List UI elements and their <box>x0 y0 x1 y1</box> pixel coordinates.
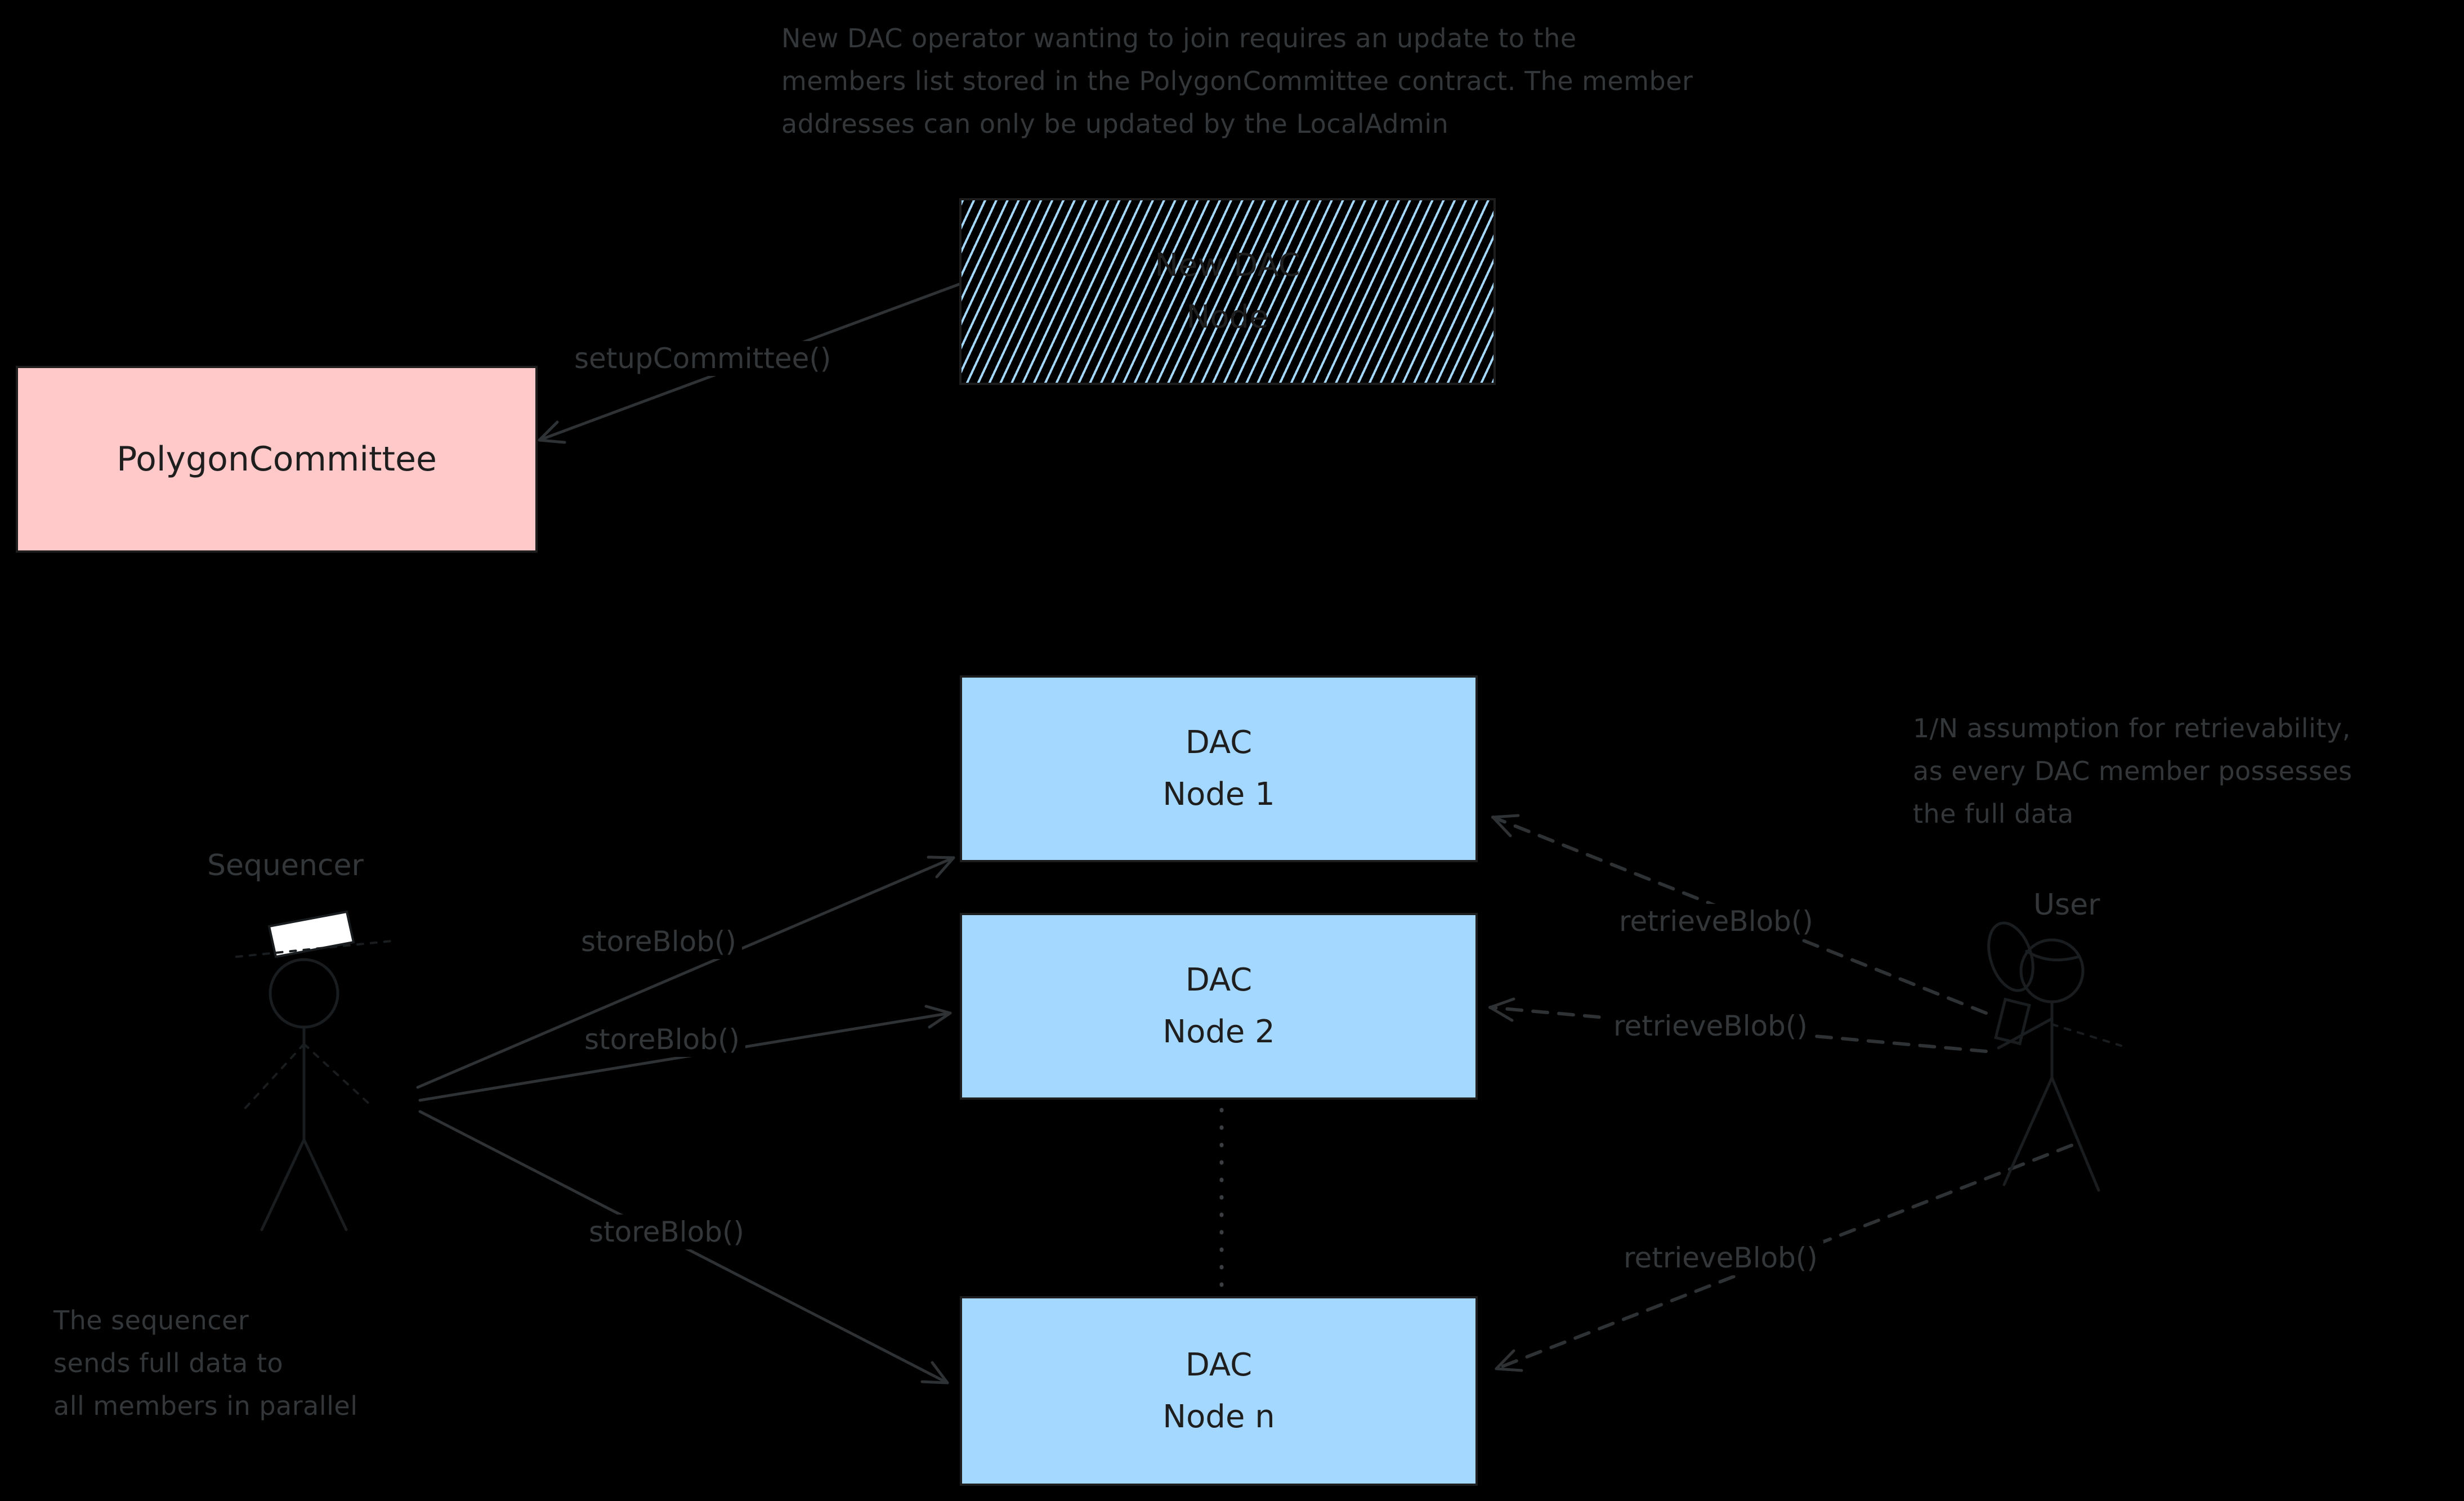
sequencer-figure <box>235 910 392 1231</box>
sequencer-label: Sequencer <box>207 849 364 882</box>
user-label: User <box>2033 888 2100 922</box>
retrieve-blob-arrow-noden <box>1495 1144 2073 1372</box>
retrieve-blob-label-2: retrieveBlob() <box>1608 1009 1813 1043</box>
box-dac-node-1: DAC Node 1 <box>960 675 1478 862</box>
box-dac-node-n: DAC Node n <box>960 1296 1478 1486</box>
box-dac-node-n-label: DAC Node n <box>1162 1346 1275 1435</box>
note-sequencer-parallel: The sequencer sends full data to all mem… <box>53 1305 358 1421</box>
note-one-of-n-assumption: 1/N assumption for retrievability, as ev… <box>1913 713 2353 829</box>
box-dac-node-1-label: DAC Node 1 <box>1162 724 1275 813</box>
retrieve-blob-label-1: retrieveBlob() <box>1613 904 1819 939</box>
store-blob-label-1: storeBlob() <box>575 924 743 959</box>
setup-committee-label: setupCommittee() <box>569 341 837 376</box>
box-dac-node-2-label: DAC Node 2 <box>1162 962 1275 1050</box>
retrieve-blob-label-n: retrieveBlob() <box>1618 1240 1823 1275</box>
box-new-dac-node: New DAC Node <box>959 198 1496 385</box>
box-polygon-committee: PolygonCommittee <box>16 366 538 553</box>
store-blob-label-n: storeBlob() <box>583 1215 750 1249</box>
box-polygon-committee-label: PolygonCommittee <box>117 440 437 479</box>
box-dac-node-2: DAC Node 2 <box>960 913 1478 1100</box>
store-blob-label-2: storeBlob() <box>579 1022 746 1057</box>
note-new-dac-operator: New DAC operator wanting to join require… <box>781 23 1693 139</box>
sequencer-hat-icon <box>267 910 355 958</box>
store-blob-arrow-node1 <box>416 855 955 1089</box>
box-new-dac-node-label: New DAC Node <box>1155 247 1300 335</box>
user-figure <box>1987 921 2122 1192</box>
